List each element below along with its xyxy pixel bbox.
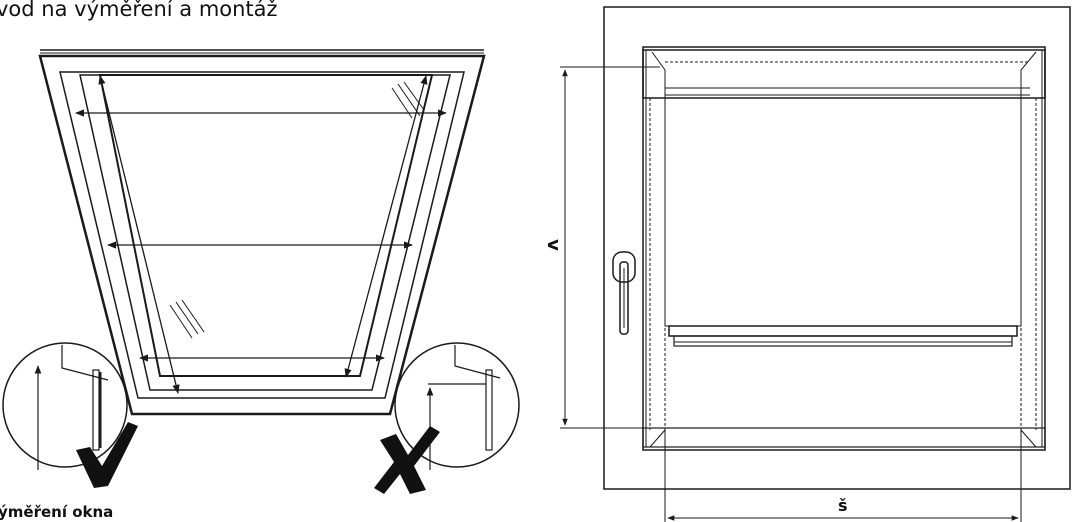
glass-pane (98, 74, 434, 377)
detail-correct (2, 342, 128, 470)
window-handle-icon (612, 251, 636, 335)
blind-bottom-bar (668, 325, 1018, 337)
measure-arrows (75, 75, 447, 394)
height-dimension (560, 66, 660, 429)
blind-fabric (664, 97, 1022, 327)
diagram-heading: vod na výměření a montáž (0, 0, 278, 21)
glass-reflection (169, 81, 425, 339)
window-outer-frame (603, 6, 1071, 490)
blind-cassette (642, 49, 1046, 99)
width-label: š (838, 496, 848, 515)
check-mark-icon (76, 422, 138, 488)
cross-mark-icon (374, 426, 440, 494)
diagram-caption: ýměření okna (0, 503, 114, 521)
inner-frame (59, 71, 465, 399)
roof-window-drawing (38, 49, 486, 416)
window-front-drawing (560, 6, 1071, 522)
width-dimension (664, 447, 1022, 522)
window-sash (642, 46, 1046, 451)
height-label: v (542, 239, 564, 251)
